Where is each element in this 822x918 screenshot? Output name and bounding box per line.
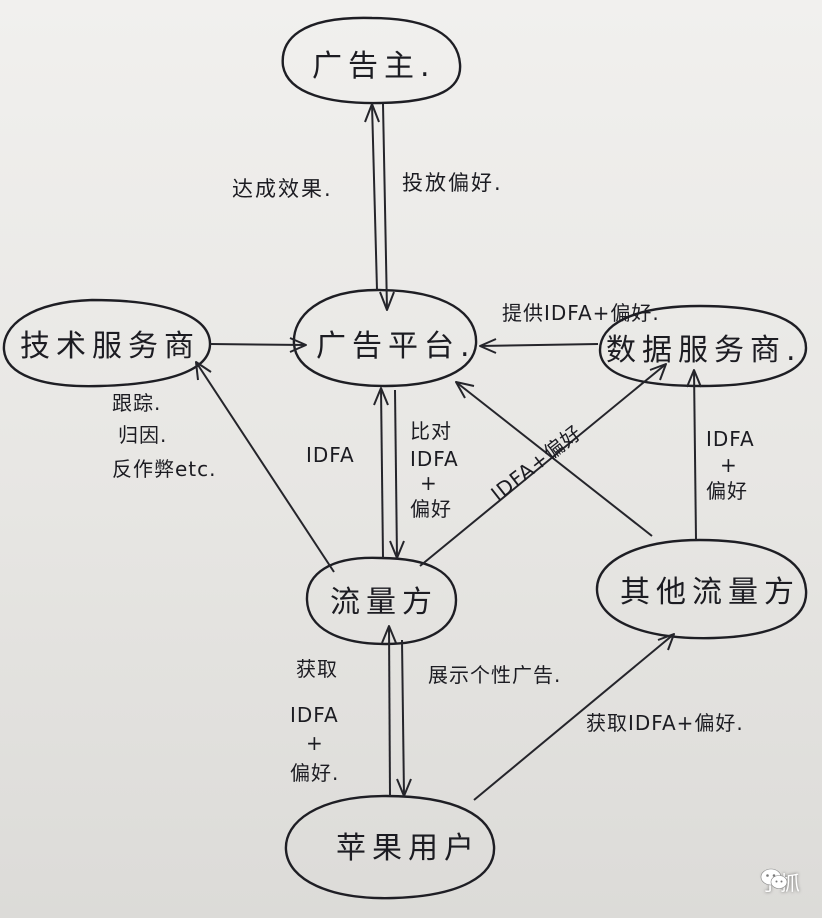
label-tracking: 跟踪. <box>112 391 161 415</box>
node-ad-platform-label: 广告平台. <box>316 329 476 364</box>
edge-other-to-platform <box>455 381 653 537</box>
label-show-personalized-ad: 展示个性广告. <box>428 663 561 687</box>
edge-advertiser-platform <box>364 103 395 311</box>
label-idfa-plus-preference: IDFA+偏好 <box>486 420 586 506</box>
edge-user-to-other <box>473 633 675 801</box>
label-anti-fraud: 反作弊etc. <box>112 457 217 481</box>
node-other-traffic-label: 其他流量方 <box>620 575 800 610</box>
node-data-vendor: 数据服务商. <box>598 304 808 388</box>
label-acquire-preference: 偏好. <box>290 761 339 785</box>
watermark: 了抓 <box>760 867 800 896</box>
node-apple-user-label: 苹果用户 <box>336 831 480 866</box>
label-other-idfa: IDFA <box>706 427 755 451</box>
edge-traffic-to-data <box>419 363 667 567</box>
label-placement-preference: 投放偏好. <box>402 171 503 195</box>
node-data-vendor-label: 数据服务商. <box>606 333 802 368</box>
edge-traffic-platform <box>373 387 405 559</box>
label-other-preference: 偏好 <box>706 479 748 503</box>
label-compare: 比对 <box>410 419 452 443</box>
node-advertiser-label: 广告主. <box>312 49 436 84</box>
label-idfa-up: IDFA <box>306 443 355 467</box>
label-acquire-plus: + <box>306 731 324 755</box>
label-compare-plus: + <box>420 471 438 495</box>
edge-traffic-to-tech <box>195 361 335 573</box>
edge-other-to-data <box>686 369 702 541</box>
node-tech-vendor: 技术服务商 <box>2 298 212 388</box>
node-apple-user: 苹果用户 <box>284 794 496 900</box>
label-attribution: 归因. <box>118 423 167 447</box>
label-compare-idfa: IDFA <box>410 447 459 471</box>
edge-user-traffic <box>381 625 412 797</box>
label-acquire: 获取 <box>296 657 338 681</box>
edge-tech-to-platform <box>209 337 307 353</box>
node-other-traffic: 其他流量方 <box>595 538 808 640</box>
label-acquire-idfa-preference-other: 获取IDFA+偏好. <box>586 711 744 735</box>
node-traffic-party: 流量方 <box>305 556 458 646</box>
node-tech-vendor-label: 技术服务商 <box>20 329 200 364</box>
edge-data-to-platform <box>479 338 599 354</box>
node-ad-platform: 广告平台. <box>292 288 478 388</box>
label-conversion-effect: 达成效果. <box>232 177 333 201</box>
wechat-icon <box>760 868 788 889</box>
node-traffic-party-label: 流量方 <box>330 585 438 620</box>
label-provide-idfa-preference: 提供IDFA+偏好. <box>502 301 660 325</box>
label-compare-preference: 偏好 <box>410 497 452 521</box>
node-advertiser: 广告主. <box>281 16 462 105</box>
label-acquire-idfa: IDFA <box>290 703 339 727</box>
label-other-plus: + <box>720 453 738 477</box>
